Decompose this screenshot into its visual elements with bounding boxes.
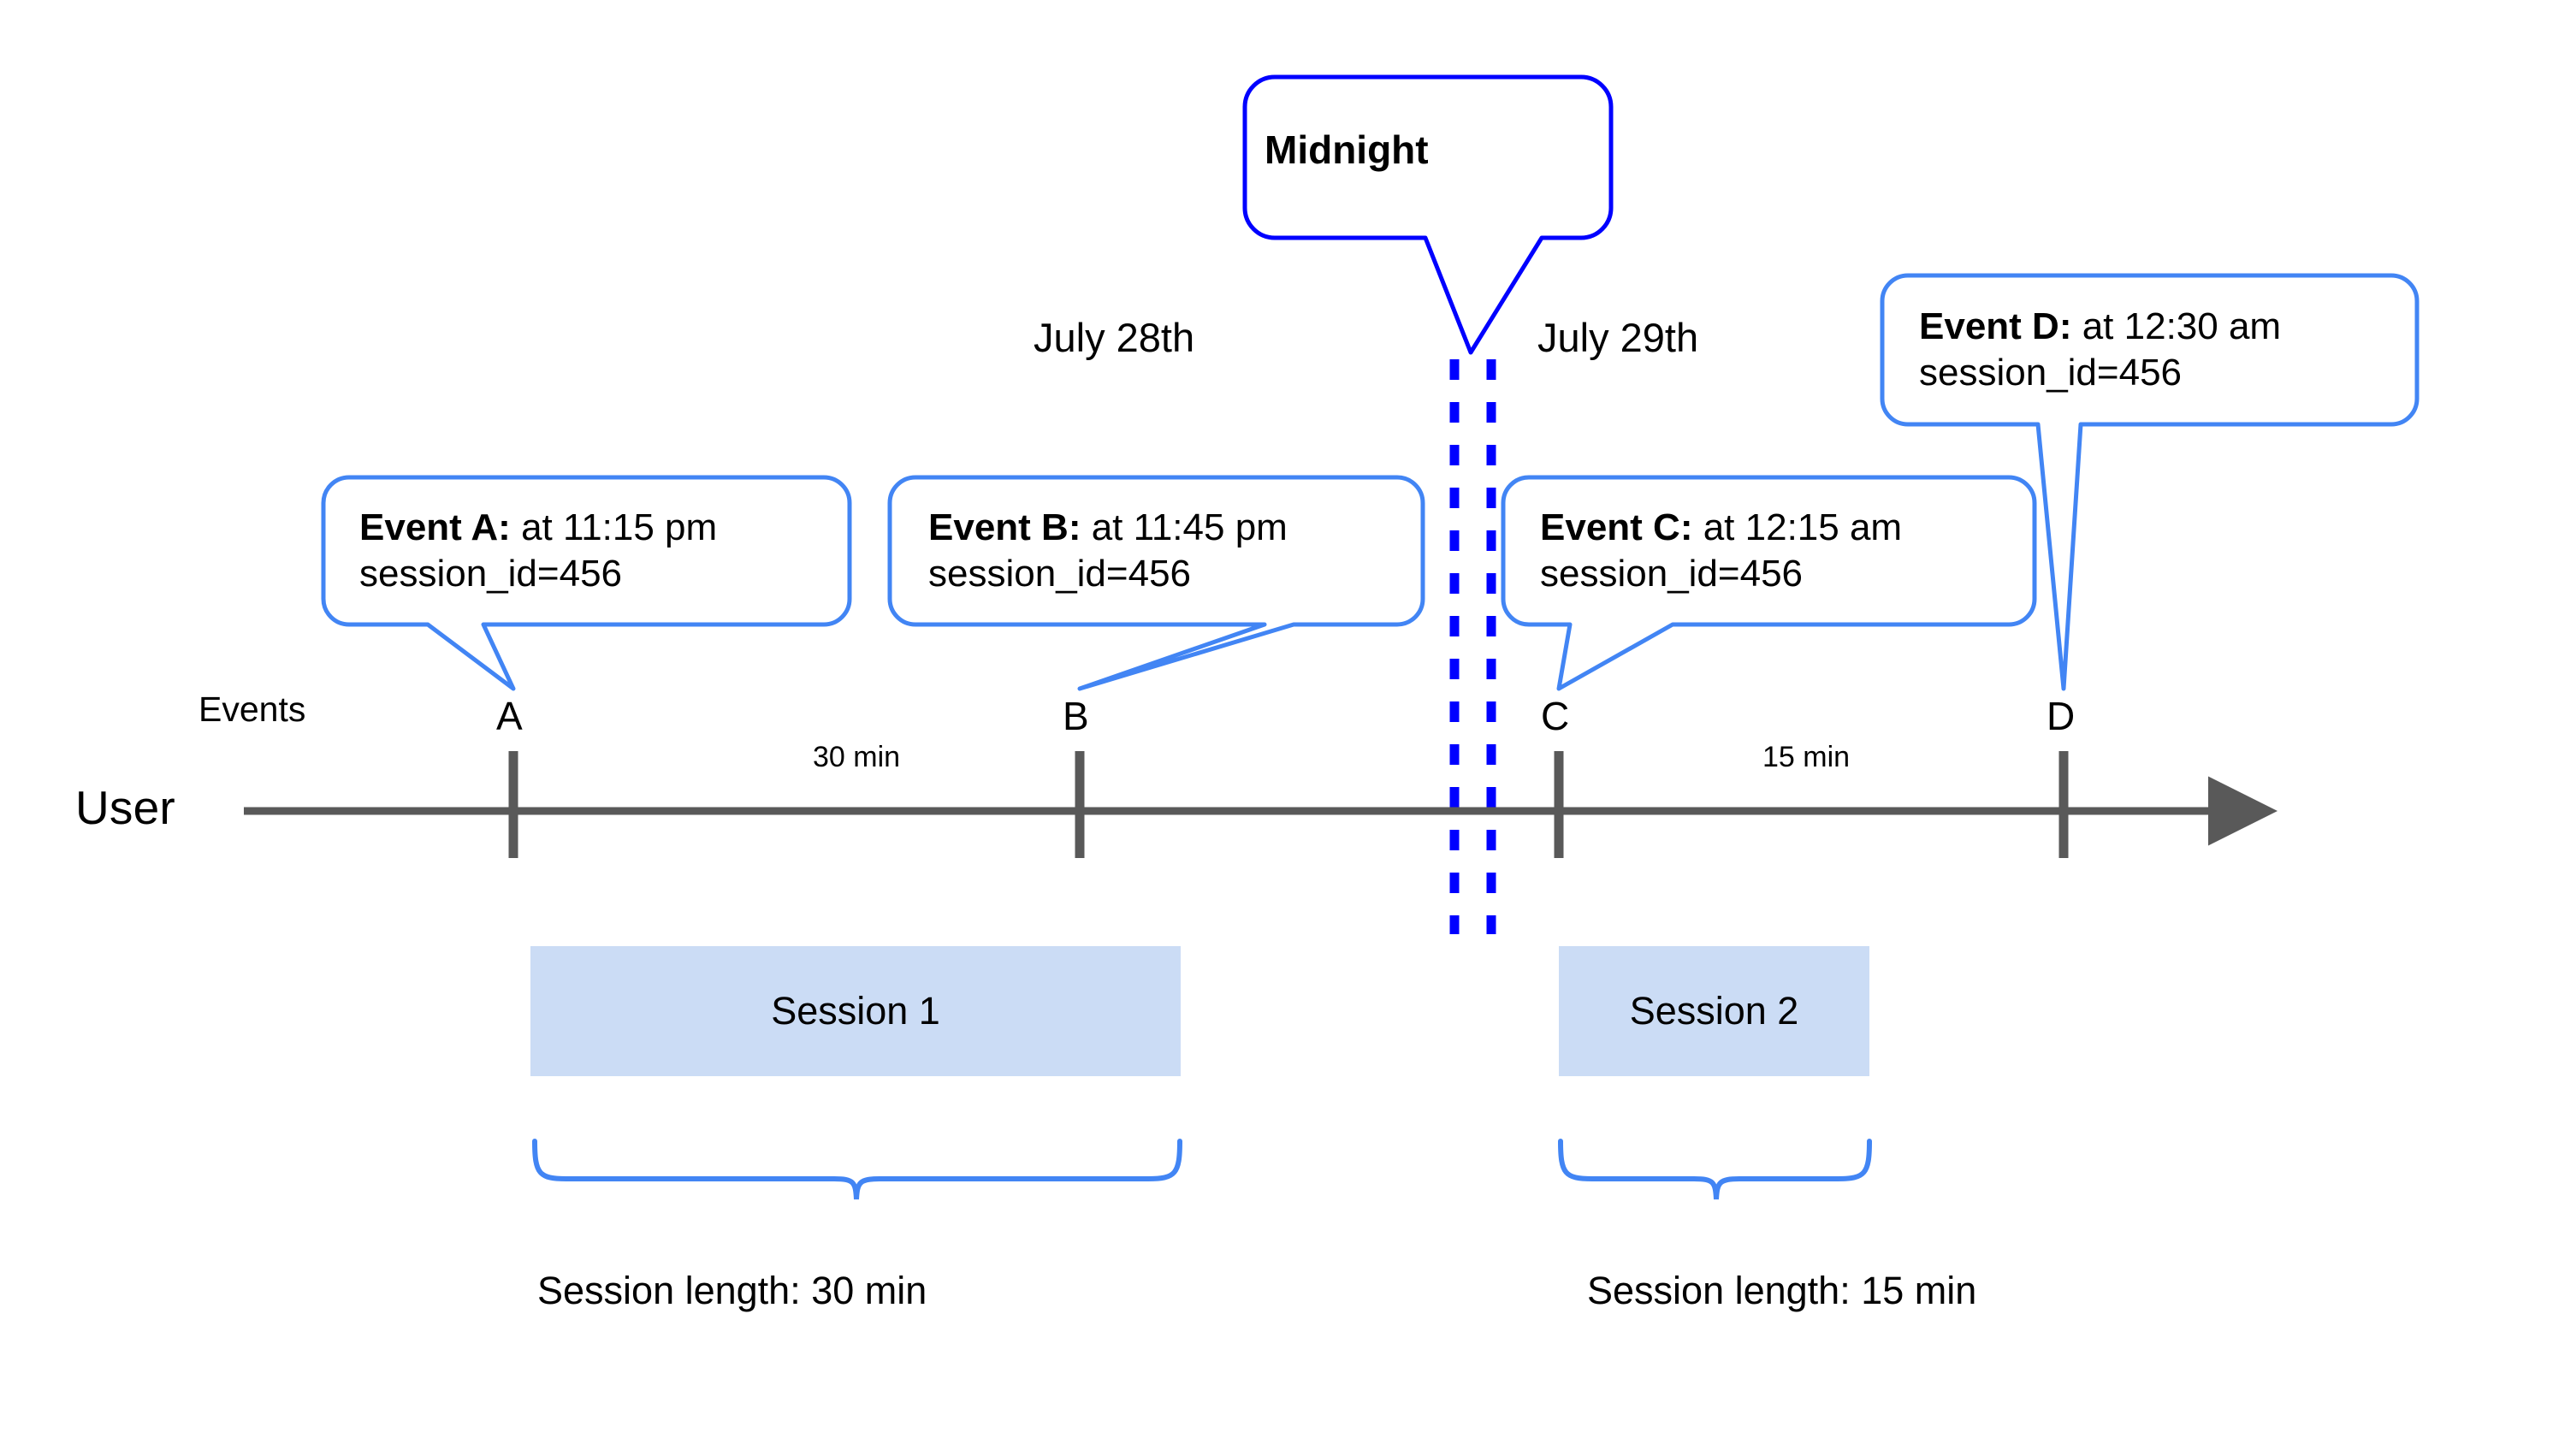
tick-letter-c: C bbox=[1541, 694, 1570, 738]
session-1-label: Session 1 bbox=[771, 989, 940, 1033]
event-d-session-id: session_id=456 bbox=[1919, 351, 2183, 394]
gap-label-a-b: 30 min bbox=[813, 741, 901, 773]
tick-letter-b: B bbox=[1063, 694, 1089, 738]
event-b-callout-shape bbox=[887, 475, 1425, 691]
session-1-length-label: Session length: 30 min bbox=[537, 1269, 927, 1312]
session-1-brace bbox=[532, 1139, 1182, 1200]
event-a-time: at 11:15 pm bbox=[510, 506, 718, 548]
event-b-title: Event B: bbox=[928, 506, 1081, 548]
event-d-callout-shape bbox=[1880, 273, 2420, 691]
event-b-callout-text: Event B: at 11:45 pm session_id=456 bbox=[928, 505, 1288, 596]
event-d-callout-text: Event D: at 12:30 am session_id=456 bbox=[1919, 304, 2281, 395]
event-a-callout-shape bbox=[321, 475, 852, 691]
day-label-july-29: July 29th bbox=[1537, 315, 1699, 360]
event-c-session-id: session_id=456 bbox=[1540, 552, 1804, 595]
midnight-label: Midnight bbox=[1265, 127, 1429, 172]
event-a-session-id: session_id=456 bbox=[359, 552, 623, 595]
session-2-length-label: Session length: 15 min bbox=[1587, 1269, 1977, 1312]
event-d-title: Event D: bbox=[1919, 305, 2072, 347]
event-a-callout-text: Event A: at 11:15 pm session_id=456 bbox=[359, 505, 717, 596]
session-2-label: Session 2 bbox=[1629, 989, 1799, 1033]
event-c-title: Event C: bbox=[1540, 506, 1693, 548]
event-b-session-id: session_id=456 bbox=[928, 552, 1192, 595]
event-a-title: Event A: bbox=[359, 506, 511, 548]
event-c-time: at 12:15 am bbox=[1692, 506, 1903, 548]
event-b-time: at 11:45 pm bbox=[1081, 506, 1288, 548]
event-c-callout-shape bbox=[1501, 475, 2037, 691]
lane-label-events: Events bbox=[198, 690, 306, 729]
session-2-brace bbox=[1558, 1139, 1872, 1200]
event-c-callout-text: Event C: at 12:15 am session_id=456 bbox=[1540, 505, 1902, 596]
lane-label-user: User bbox=[75, 781, 175, 834]
midnight-callout-shape bbox=[1242, 74, 1614, 355]
day-label-july-28: July 28th bbox=[1034, 315, 1195, 360]
session-1-box: Session 1 bbox=[530, 946, 1181, 1076]
tick-letter-a: A bbox=[496, 694, 523, 738]
tick-letter-d: D bbox=[2047, 694, 2076, 738]
session-2-box: Session 2 bbox=[1559, 946, 1869, 1076]
event-d-time: at 12:30 am bbox=[2071, 305, 2282, 347]
gap-label-c-d: 15 min bbox=[1762, 741, 1851, 773]
